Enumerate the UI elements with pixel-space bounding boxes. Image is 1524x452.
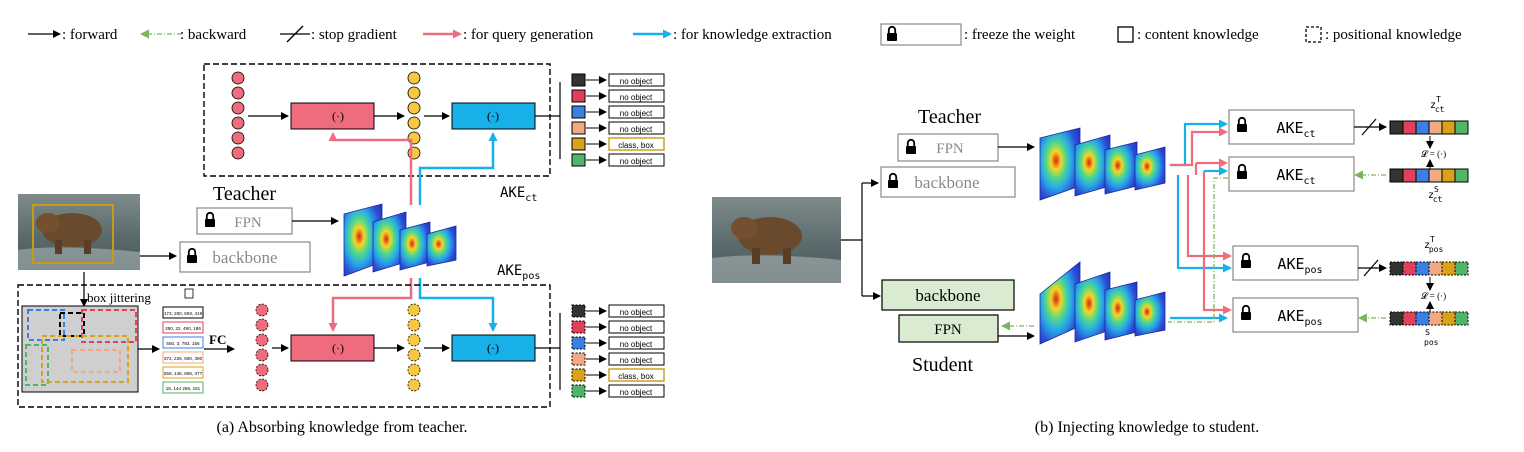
coord-1: 173, 280, 693, 419: [164, 311, 203, 316]
fc-label: FC: [209, 332, 226, 347]
output-pos-3: no object: [620, 340, 653, 349]
coord-2: 280, 22, 490, 186: [165, 326, 201, 331]
coord-6: 18, 144 266, 161: [166, 386, 201, 391]
output-pos-6: no object: [620, 388, 653, 397]
ake-pos-region: [17, 284, 551, 408]
output-pos-2: no object: [620, 324, 653, 333]
svg-text:(·): (·): [487, 341, 499, 355]
content-knowledge-icon: [1117, 26, 1134, 43]
loss-pos: 𝓛 = (·): [1421, 291, 1446, 301]
caption-b: (b) Injecting knowledge to student.: [1035, 419, 1259, 436]
outputs-ct: no object no object no object no object …: [571, 73, 665, 167]
output-pos-4: no object: [620, 356, 653, 365]
teacher-label-a: Teacher: [213, 183, 276, 205]
svg-text:FPN: FPN: [934, 322, 962, 338]
student-label: Student: [912, 354, 974, 376]
svg-text:FPN: FPN: [234, 215, 262, 231]
backbone-box-student: [881, 279, 1015, 311]
loss-ct: 𝓛 = (·): [1421, 149, 1446, 159]
positional-knowledge-icon: [1305, 26, 1322, 43]
svg-text:AKEct: AKEct: [1276, 119, 1315, 140]
output-ct-6: no object: [620, 157, 653, 166]
bear-image-b: [712, 197, 841, 283]
svg-text:(·): (·): [332, 341, 344, 355]
ake-ct-region: [203, 63, 551, 177]
knowledge-extractor-pos: [451, 334, 536, 362]
legend-positional: : positional knowledge: [1325, 27, 1462, 43]
feature-maps-teacher-b: [1039, 127, 1166, 201]
jittered-boxes-image: [21, 305, 139, 393]
feature-maps-student-b: [1039, 261, 1166, 345]
svg-text:backbone: backbone: [914, 173, 979, 192]
query-generator-pos: [290, 334, 375, 362]
coord-4: 372, 226, 590, 390: [164, 356, 203, 361]
box-jittering-label: box jittering: [87, 290, 151, 305]
output-pos-5: class, box: [618, 372, 654, 381]
legend: : forward : backward : stop gradient : f…: [28, 23, 1462, 46]
output-ct-3: no object: [620, 109, 653, 118]
query-generator-ct: [290, 102, 375, 130]
output-ct-5: class, box: [618, 141, 654, 150]
svg-text:AKEpos: AKEpos: [1277, 307, 1322, 328]
feature-maps-a: [343, 203, 457, 277]
bear-image-a: [18, 194, 140, 270]
svg-text:AKEct: AKEct: [1276, 166, 1315, 187]
box-coordinate-list: 173, 280, 693, 419 280, 22, 490, 186 550…: [162, 306, 204, 394]
legend-backward: : backward: [180, 27, 247, 43]
generated-query-column-pos: [407, 303, 421, 392]
backbone-box-teacher-b: [880, 166, 1016, 198]
svg-text:(·): (·): [332, 109, 344, 123]
teacher-label-b: Teacher: [918, 106, 981, 128]
caption-a: (a) Absorbing knowledge from teacher.: [216, 419, 467, 436]
z-pos-teacher: [1389, 261, 1469, 276]
outputs-pos: no object no object no object no object …: [571, 304, 665, 398]
output-ct-2: no object: [620, 93, 653, 102]
coord-5: 559, 146, 866, 377: [164, 371, 203, 376]
legend-freeze: : freeze the weight: [964, 27, 1076, 43]
legend-forward: : forward: [62, 27, 118, 43]
query-column-ct: [231, 71, 245, 160]
svg-text:backbone: backbone: [915, 286, 980, 305]
legend-knowledge-extraction: : for knowledge extraction: [673, 27, 832, 43]
svg-text:(·): (·): [487, 109, 499, 123]
ake-pos-student-b: [1232, 297, 1359, 333]
svg-text:AKEpos: AKEpos: [1277, 255, 1322, 276]
legend-stop-gradient: : stop gradient: [311, 27, 398, 43]
ake-pos-label-a: AKEpos: [497, 263, 540, 282]
panel-b: Teacher FPN backbone backbone FPN Studen…: [712, 95, 1469, 436]
query-column-pos: [255, 303, 269, 392]
output-pos-1: no object: [620, 308, 653, 317]
z-pos-student: [1389, 311, 1469, 326]
panel-a: AKEct (·) (·): [17, 63, 665, 436]
backbone-box-a: [179, 241, 311, 273]
ake-ct-label-a: AKEct: [500, 185, 537, 204]
z-ct-teacher: [1389, 120, 1469, 135]
ake-pos-teacher-b: [1232, 245, 1359, 281]
legend-content: : content knowledge: [1137, 27, 1259, 43]
freeze-box: [880, 23, 962, 46]
fpn-box-student: [898, 314, 999, 343]
legend-query-generation: : for query generation: [463, 27, 594, 43]
svg-text:backbone: backbone: [212, 248, 277, 267]
output-ct-1: no object: [620, 77, 653, 86]
svg-text:FPN: FPN: [936, 141, 964, 157]
ake-ct-student-b: [1228, 156, 1355, 192]
z-ct-student: [1389, 168, 1469, 183]
output-ct-4: no object: [620, 125, 653, 134]
coord-3: 550, 3, 792, 156: [166, 341, 200, 346]
